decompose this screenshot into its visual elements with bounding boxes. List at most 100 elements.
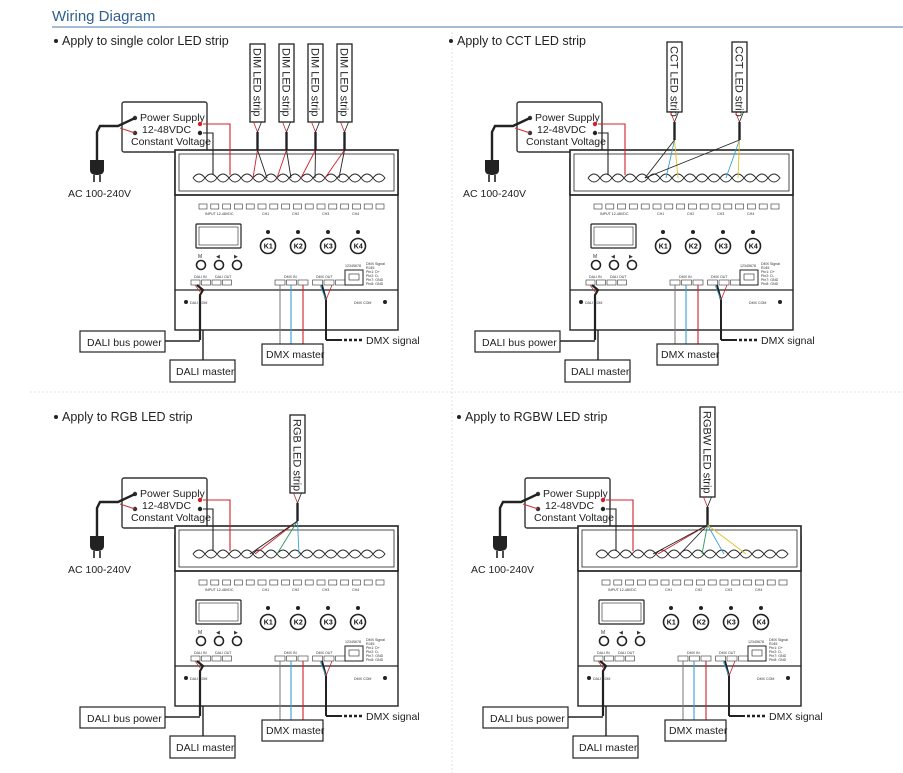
terminal-slot xyxy=(245,203,255,210)
dali-master-box xyxy=(169,359,236,383)
terminal-slot xyxy=(770,203,780,210)
power-supply-label: Constant Voltage xyxy=(534,512,614,524)
strip-wire xyxy=(701,524,708,555)
power-supply-box xyxy=(121,101,208,153)
rj45-socket xyxy=(348,273,360,281)
dmx-master-box xyxy=(261,343,324,366)
key-label: K4 xyxy=(757,620,766,627)
dmx-out-label: DMX OUT xyxy=(711,275,728,279)
led-strip-body xyxy=(699,406,716,498)
dmx-terminal xyxy=(286,279,297,286)
dmx-signal-label: DMX signal xyxy=(366,711,420,723)
power-wire-positive xyxy=(203,123,231,175)
indicator-led xyxy=(661,230,665,234)
rj45-info: Pin7: GND xyxy=(366,278,384,282)
dali-bus-power-box xyxy=(482,706,569,729)
dmx-in-label: DMX IN xyxy=(284,275,297,279)
terminal-cover xyxy=(577,525,802,572)
dmx-terminal xyxy=(718,279,730,286)
rj45-info: Pin7: GND xyxy=(366,654,384,658)
rj45-info: Pin8: GND xyxy=(366,658,384,662)
lcd-screen xyxy=(601,602,642,622)
terminal-slot xyxy=(640,203,650,210)
screw-terminals xyxy=(192,173,386,183)
button-label: ◀ xyxy=(216,254,220,260)
channel-label: CH2 xyxy=(695,588,702,592)
dali-bus-cable xyxy=(591,284,600,340)
key-button xyxy=(259,613,277,631)
dali-out-label: DALI OUT xyxy=(215,651,232,655)
rj45-info: Pin1: D+ xyxy=(769,646,783,650)
mount-hole xyxy=(184,676,188,680)
rj45-port xyxy=(344,269,364,286)
dali-out-label: DALI OUT xyxy=(215,275,232,279)
dc-plus-terminal xyxy=(600,497,606,503)
key-label: K2 xyxy=(294,620,303,627)
terminal-slot xyxy=(688,203,697,210)
dali-wire xyxy=(194,284,202,294)
channel-label: CH1 xyxy=(657,212,664,216)
rj45-info: Pin2: D- xyxy=(761,274,775,278)
panel-button xyxy=(195,635,207,647)
led-strip-body xyxy=(666,41,683,113)
terminal-slot xyxy=(652,203,662,210)
power-wire-negative xyxy=(598,132,609,175)
dmx-master-label: DMX master xyxy=(266,725,325,737)
channel-label: CH4 xyxy=(352,212,359,216)
ac-cord-wire xyxy=(514,127,531,134)
terminal-slot xyxy=(593,203,603,210)
terminal-cover-inner xyxy=(581,529,798,568)
button-label: ▶ xyxy=(629,254,633,260)
dali-master-box xyxy=(564,359,631,383)
strip-wire xyxy=(293,492,298,504)
channel-label: CH2 xyxy=(292,212,299,216)
terminal-slot xyxy=(328,203,338,210)
page-title: Wiring Diagram xyxy=(52,8,155,25)
strip-wire-negative xyxy=(338,149,345,179)
input-label: INPUT 12-48VDC xyxy=(205,212,234,216)
screw-terminals xyxy=(587,173,781,183)
terminal-slot xyxy=(660,579,670,586)
ac-voltage-label: AC 100-240V xyxy=(68,188,131,200)
key-label: K2 xyxy=(294,244,303,251)
terminal-slot xyxy=(269,203,279,210)
power-supply-label: Power Supply xyxy=(140,112,206,124)
led-strip-label: DIM LED strip xyxy=(251,48,263,116)
strip-wire xyxy=(311,121,316,133)
led-strip-label: RGBW LED strip xyxy=(701,411,713,494)
strip-wire xyxy=(286,121,291,133)
key-label: K2 xyxy=(697,620,706,627)
led-strip: CCT LED strip xyxy=(644,41,748,179)
button-label: M xyxy=(601,630,605,636)
indicator-led xyxy=(751,230,755,234)
channel-label: CH1 xyxy=(665,588,672,592)
led-strip: CCT LED strip xyxy=(644,41,683,179)
terminal-slot xyxy=(747,203,756,210)
dc-minus-terminal xyxy=(592,130,598,136)
panel-button xyxy=(231,259,243,271)
channel-label: CH1 xyxy=(262,212,269,216)
terminal-slot xyxy=(363,203,373,210)
strip-wire xyxy=(735,111,740,123)
terminal-slot xyxy=(293,203,302,210)
panel-button xyxy=(598,635,610,647)
terminal-slot xyxy=(617,203,626,210)
channel-label: CH3 xyxy=(725,588,732,592)
dali-wire xyxy=(194,660,202,670)
strip-wire xyxy=(257,121,262,133)
input-label: INPUT 12-48VDC xyxy=(600,212,629,216)
indicator-led xyxy=(326,230,330,234)
channel-label: CH1 xyxy=(262,588,269,592)
terminal-slot xyxy=(222,579,231,586)
key-button xyxy=(744,237,762,255)
led-strip-body xyxy=(307,43,324,123)
terminal-slot xyxy=(210,579,220,586)
led-strip-body xyxy=(731,41,748,113)
button-label: M xyxy=(198,254,202,260)
terminal-slot xyxy=(676,203,685,210)
terminal-slot xyxy=(664,203,674,210)
terminal-slot xyxy=(711,203,721,210)
indicator-led xyxy=(326,606,330,610)
dmx-out-wire xyxy=(714,284,722,301)
